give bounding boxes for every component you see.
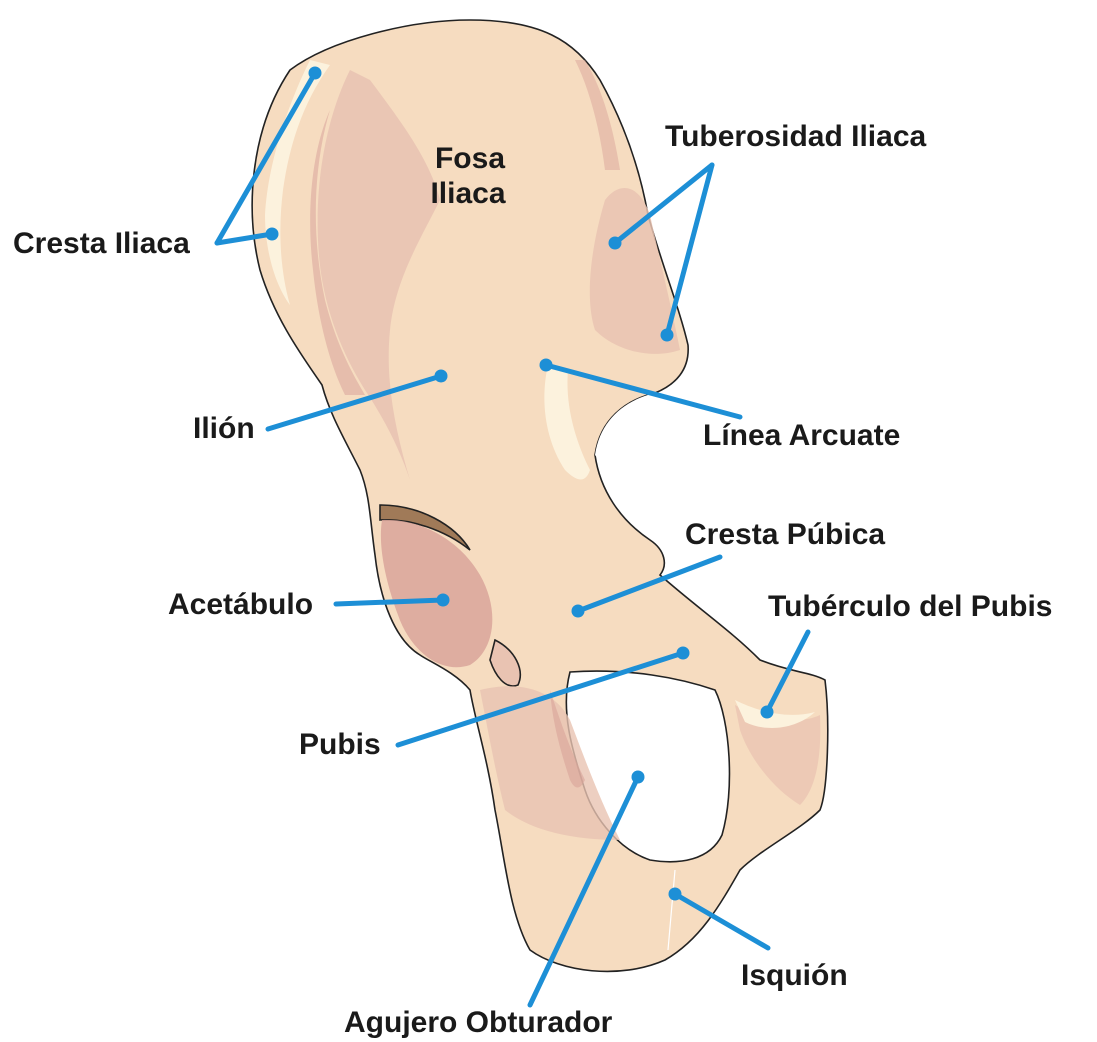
leader-tuberosidad-lower	[667, 165, 712, 335]
label-cresta-iliaca: Cresta Iliaca	[13, 227, 190, 260]
dot-tuberosidad-lower	[661, 329, 674, 342]
dot-linea-arcuate	[540, 359, 553, 372]
hip-bone-illustration	[252, 20, 828, 971]
dot-cresta-iliaca-lower	[266, 228, 279, 241]
dot-agujero-obturador	[632, 771, 645, 784]
label-acetabulo: Acetábulo	[168, 588, 313, 621]
label-ilion: Ilión	[193, 412, 255, 445]
dot-isquion	[669, 888, 682, 901]
dot-cresta-pubica	[572, 605, 585, 618]
label-fosa-iliaca-line2: Iliaca	[430, 177, 505, 210]
dot-acetabulo	[437, 594, 450, 607]
label-isquion: Isquión	[741, 959, 848, 992]
label-agujero-obturador: Agujero Obturador	[344, 1006, 613, 1039]
label-linea-arcuate: Línea Arcuate	[703, 419, 900, 452]
label-pubis: Pubis	[299, 728, 381, 761]
dot-ilion	[435, 370, 448, 383]
dot-pubis	[677, 647, 690, 660]
dot-cresta-iliaca-upper	[309, 67, 322, 80]
dot-tuberculo-pubis	[761, 706, 774, 719]
label-cresta-pubica: Cresta Púbica	[685, 518, 885, 551]
label-fosa-iliaca-line1: Fosa	[435, 142, 505, 175]
label-tuberculo-pubis: Tubérculo del Pubis	[768, 590, 1052, 623]
label-tuberosidad-iliaca: Tuberosidad Iliaca	[665, 120, 926, 153]
dot-tuberosidad-upper	[609, 237, 622, 250]
